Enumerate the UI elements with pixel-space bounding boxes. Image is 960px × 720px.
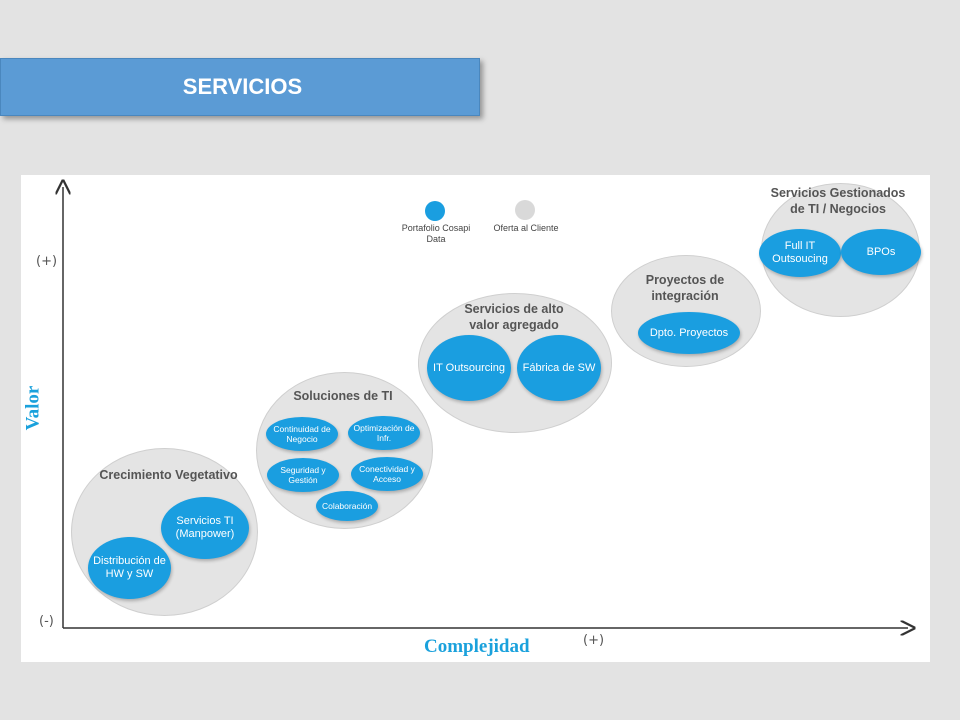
service-optimizacion-infr: Optimización de Infr. <box>348 416 420 450</box>
page-title-text: SERVICIOS <box>182 74 303 99</box>
group-alto-valor-title: Servicios de alto valor agregado <box>464 302 564 332</box>
service-continuidad-negocio: Continuidad de Negocio <box>266 417 338 451</box>
page-title: SERVICIOS <box>0 58 480 116</box>
service-colaboracion: Colaboración <box>316 491 378 521</box>
legend-client-swatch <box>515 200 535 220</box>
group-gestionados-title: Servicios Gestionados de TI / Negocios <box>770 186 906 216</box>
service-conectividad-acceso: Conectividad y Acceso <box>351 457 423 491</box>
service-full-it-outsourcing: Full IT Outsoucing <box>759 229 841 277</box>
group-proyectos-title: Proyectos de integración <box>645 273 725 303</box>
y-axis-high: (+) <box>36 254 58 269</box>
service-manpower: Servicios TI (Manpower) <box>161 497 249 559</box>
service-seguridad-gestion: Seguridad y Gestión <box>267 458 339 492</box>
legend-portfolio-label: Portafolio Cosapi Data <box>401 223 471 244</box>
services-diagram: (+) (-) (+) Valor Complejidad Portafolio… <box>21 175 930 662</box>
legend-portfolio-swatch <box>425 201 445 221</box>
service-it-outsourcing: IT Outsourcing <box>427 335 511 401</box>
x-axis-label: Complejidad <box>424 636 530 657</box>
service-dpto-proyectos: Dpto. Proyectos <box>638 312 740 354</box>
service-distribucion-hw-sw: Distribución de HW y SW <box>88 537 171 599</box>
service-bpos: BPOs <box>841 229 921 275</box>
axes <box>21 175 930 662</box>
group-soluciones-title: Soluciones de TI <box>293 389 393 403</box>
y-axis-label: Valor <box>22 385 44 431</box>
x-axis-high: (+) <box>583 633 605 648</box>
group-crecimiento-title: Crecimiento Vegetativo <box>99 468 238 482</box>
service-fabrica-sw: Fábrica de SW <box>517 335 601 401</box>
legend-client-label: Oferta al Cliente <box>493 223 559 233</box>
y-axis-low: (-) <box>39 614 54 629</box>
